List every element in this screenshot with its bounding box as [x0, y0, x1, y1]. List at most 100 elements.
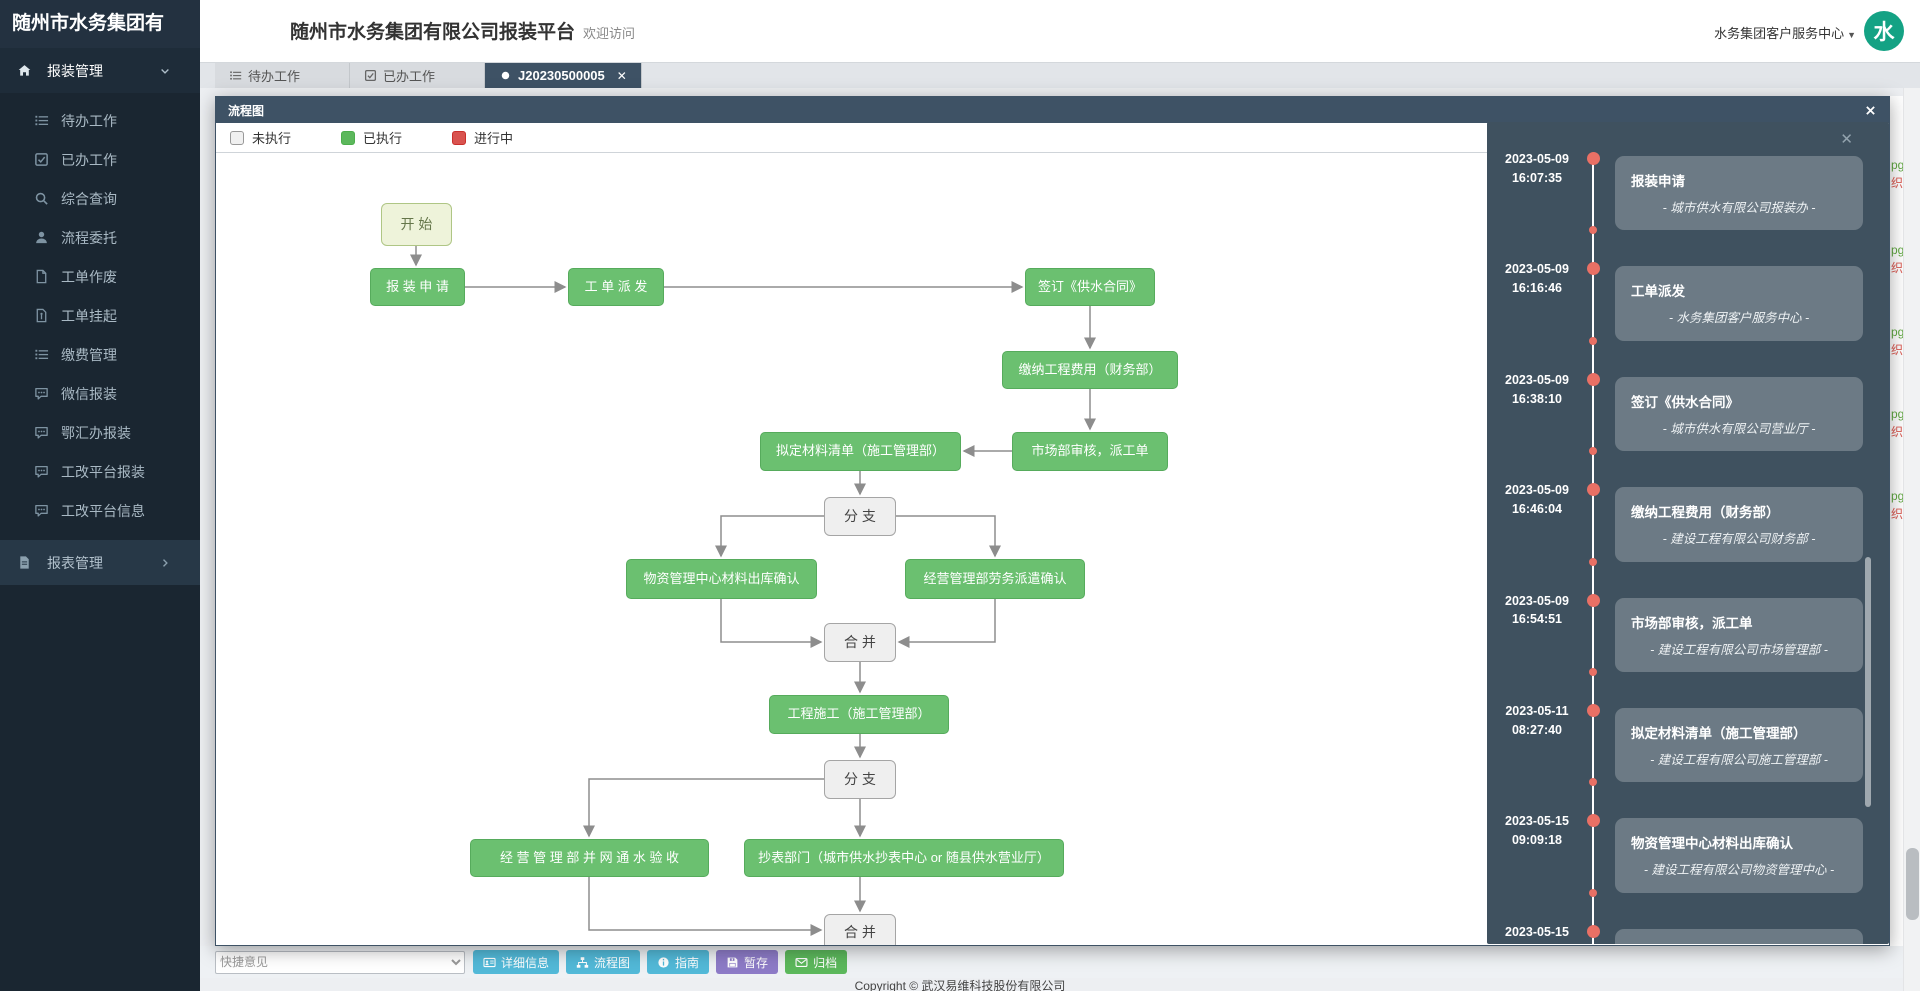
tab-label: 待办工作	[248, 69, 301, 84]
flow-node-n11[interactable]: 抄表部门（城市供水抄表中心 or 随县供水营业厅）	[744, 839, 1064, 877]
button-label: 流程图	[594, 955, 631, 970]
sidebar-item-label: 已办工作	[61, 151, 117, 168]
avatar[interactable]: 水	[1864, 11, 1904, 51]
flow-node-m2[interactable]: 合 并	[824, 914, 896, 945]
flow-legend: 未执行已执行进行中	[216, 123, 1889, 153]
button-label: 暂存	[744, 955, 769, 970]
sidebar-item-label: 待办工作	[61, 112, 117, 129]
sidebar-item-baobiao-guanli[interactable]: 报表管理	[0, 540, 200, 585]
sidebar-item-综合查询[interactable]: 综合查询	[0, 179, 200, 218]
timeline-card: 市场部审核，派工单- 建设工程有限公司市场管理部 -	[1615, 597, 1863, 672]
legend-swatch	[452, 130, 467, 145]
tab-待办工作[interactable]: 待办工作	[215, 63, 350, 88]
flow-node-n5[interactable]: 拟定材料清单（施工管理部）	[760, 432, 961, 471]
user-menu[interactable]: 水务集团客户服务中心▼	[1714, 26, 1856, 41]
legend-item-已执行: 已执行	[341, 128, 402, 147]
file-text-icon	[20, 556, 29, 569]
save-icon	[727, 957, 738, 967]
sidebar-item-工单挂起[interactable]: 工单挂起	[0, 296, 200, 335]
timeline-org: - 水务集团客户服务中心 -	[1668, 311, 1810, 326]
sidebar-item-缴费管理[interactable]: 缴费管理	[0, 335, 200, 374]
background-text-fragment: pg	[1891, 158, 1903, 172]
timeline-dot-small	[1589, 557, 1597, 566]
timeline-scrollbar-thumb[interactable]	[1865, 557, 1871, 807]
legend-item-未执行: 未执行	[230, 128, 291, 147]
tab-已办工作[interactable]: 已办工作	[350, 63, 485, 88]
chev-right-icon	[163, 558, 168, 567]
flow-node-start[interactable]: 开 始	[381, 203, 452, 246]
quick-opinion-select[interactable]: 快捷意见	[215, 950, 465, 974]
flow-node-n9[interactable]: 工程施工（施工管理部）	[769, 695, 949, 734]
flow-node-n10[interactable]: 经 营 管 理 部 并 网 通 水 验 收	[470, 839, 709, 877]
background-text-fragment: pg	[1891, 243, 1903, 257]
timeline-step-title: 物资管理中心材料出库确认	[1631, 836, 1793, 852]
footer-copyright: Copyright © 武汉易维科技股份有限公司	[854, 979, 1066, 991]
sidebar-item-label: 流程委托	[61, 229, 117, 246]
sidebar-item-待办工作[interactable]: 待办工作	[0, 101, 200, 140]
legend-label: 已执行	[363, 131, 403, 146]
sidebar-item-工改平台信息[interactable]: 工改平台信息	[0, 491, 200, 530]
flow-node-n7[interactable]: 物资管理中心材料出库确认	[626, 559, 817, 599]
flow-node-n4[interactable]: 缴纳工程费用（财务部）	[1002, 351, 1178, 389]
save-draft-button[interactable]: 暂存	[716, 950, 779, 974]
guide-button[interactable]: 指南	[647, 950, 710, 974]
chevron-down-icon: ▼	[1847, 30, 1856, 40]
detail-info-button[interactable]: 详细信息	[473, 950, 560, 974]
page-scrollbar[interactable]	[1903, 88, 1920, 991]
sidebar-item-工改平台报装[interactable]: 工改平台报装	[0, 452, 200, 491]
timeline-step-title: 报装申请	[1631, 174, 1685, 189]
timeline-step-title: 签订《供水合同》	[1631, 394, 1739, 410]
sidebar-item-鄂汇办报装[interactable]: 鄂汇办报装	[0, 413, 200, 452]
tab-label: 已办工作	[383, 69, 436, 84]
sidebar-item-微信报装[interactable]: 微信报装	[0, 374, 200, 413]
timeline-step-title: 拟定材料清单（施工管理部）	[1631, 725, 1807, 741]
flow-node-n3[interactable]: 签订《供水合同》	[1025, 268, 1155, 306]
sidebar-item-baozhuang-guanli[interactable]: 报装管理	[0, 48, 200, 93]
timeline-dot	[1586, 814, 1600, 828]
flow-node-n1[interactable]: 报 装 申 请	[370, 268, 465, 306]
flow-node-n2[interactable]: 工 单 派 发	[568, 268, 664, 306]
flow-node-n8[interactable]: 经营管理部劳务派遣确认	[905, 559, 1085, 599]
timeline-card: 物资管理中心材料出库确认- 建设工程有限公司物资管理中心 -	[1615, 818, 1863, 893]
page-scrollbar-thumb[interactable]	[1906, 848, 1919, 920]
timeline-org: - 城市供水有限公司营业厅 -	[1662, 421, 1816, 436]
sidebar-item-已办工作[interactable]: 已办工作	[0, 140, 200, 179]
close-icon[interactable]	[1864, 104, 1877, 117]
flow-node-b1[interactable]: 分 支	[824, 497, 896, 536]
background-text-fragment: 织	[1891, 425, 1903, 439]
user-icon	[36, 231, 47, 244]
list-icon	[35, 115, 49, 126]
timeline-close-icon[interactable]: ✕	[1840, 131, 1853, 148]
timeline-card: 缴纳工程费用（财务部）- 建设工程有限公司财务部 -	[1615, 487, 1863, 562]
flow-node-b2[interactable]: 分 支	[824, 760, 896, 799]
flow-node-m1[interactable]: 合 并	[824, 623, 896, 662]
tab-close-icon[interactable]: ✕	[616, 68, 627, 83]
flow-diagram-button[interactable]: 流程图	[566, 950, 641, 974]
timeline-step-title: 缴纳工程费用（财务部）	[1631, 505, 1780, 521]
header: 随州市水务集团有限公司报装平台欢迎访问 水务集团客户服务中心▼ 水	[200, 0, 1920, 62]
list-icon	[35, 349, 49, 360]
flow-node-n6[interactable]: 市场部审核，派工单	[1012, 432, 1168, 471]
sidebar-item-流程委托[interactable]: 流程委托	[0, 218, 200, 257]
button-label: 详细信息	[501, 955, 550, 970]
archive-button[interactable]: 归档	[785, 950, 848, 974]
sidebar-item-工单作废[interactable]: 工单作废	[0, 257, 200, 296]
tab-J20230500005[interactable]: J20230500005✕	[485, 63, 642, 88]
timeline-rail	[1581, 591, 1607, 703]
flow-modal-title: 流程图	[228, 103, 265, 118]
background-text-fragment: 织	[1891, 176, 1903, 190]
background-text-fragment: 织	[1891, 507, 1903, 521]
id-card-icon	[483, 957, 496, 967]
timeline-card: 经营管理部劳务派遣确认	[1615, 928, 1863, 944]
